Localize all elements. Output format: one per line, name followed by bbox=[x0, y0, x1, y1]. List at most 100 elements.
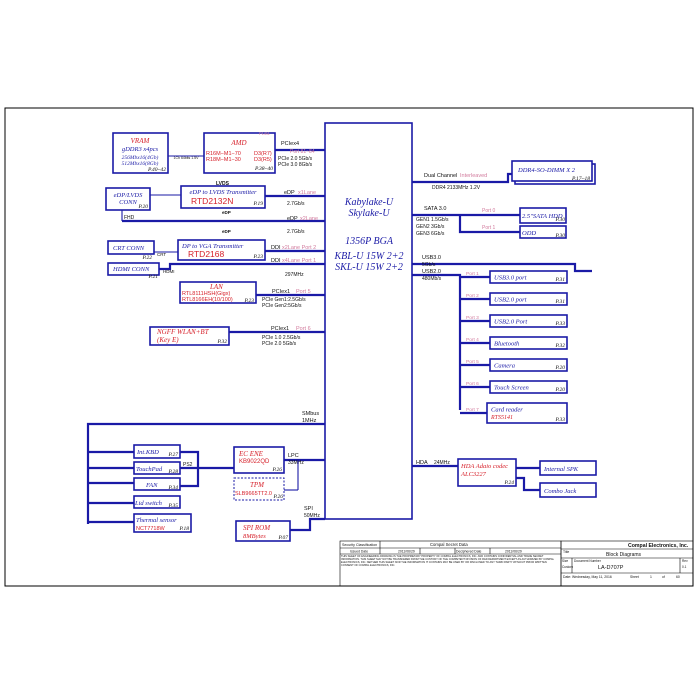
usb-device-label: Touch Screen bbox=[494, 385, 529, 392]
ddr-page: P.17~18 bbox=[571, 176, 590, 182]
hdd-page: P.30 bbox=[554, 217, 565, 223]
gpu-page: P.38~40 bbox=[254, 165, 273, 172]
usb2-label: USB2.0 bbox=[422, 269, 441, 275]
lpc-freq: 33MHz bbox=[288, 460, 304, 466]
gpu-pcie-2: Port 81~84 bbox=[290, 149, 315, 155]
lid-page: P.35 bbox=[167, 503, 178, 509]
hdmi-link-label: HDMI bbox=[163, 269, 175, 274]
smbus-label: SMbus bbox=[302, 411, 319, 417]
usb-port-number: Port 3 bbox=[466, 315, 479, 321]
fan-block bbox=[133, 477, 181, 491]
lan-pcie-3: PCIe Gen2:5Gb/s bbox=[262, 303, 302, 309]
ddi-port2-port: x2Lane Port 2 bbox=[282, 245, 316, 251]
usb-device-block bbox=[489, 270, 568, 284]
hda-label: HDA bbox=[416, 460, 428, 466]
ec-page: P.26 bbox=[271, 467, 282, 473]
audio-codec-block bbox=[457, 458, 517, 487]
issued-date-label: Issued Date bbox=[350, 550, 368, 554]
gpu-block bbox=[203, 132, 276, 174]
deciphered-date: 2011/06/29 bbox=[505, 550, 522, 554]
lvds-transmitter-page: P.19 bbox=[252, 201, 263, 207]
hdmi-ddi-bus bbox=[159, 262, 325, 271]
sata-port1-bus bbox=[458, 215, 520, 234]
spi-freq: 50MHz bbox=[304, 513, 320, 519]
sata-gen1: GEN1 1.5Gb/s bbox=[416, 217, 449, 223]
title-block: Security Classification Compal Secret Da… bbox=[339, 540, 694, 587]
spk-label: Internal SPK bbox=[543, 466, 579, 473]
usb-device-page: P.31 bbox=[554, 299, 565, 305]
tpm-part: SLB9665TT2.0 bbox=[235, 491, 272, 497]
jack-line bbox=[516, 476, 540, 492]
thermal-block bbox=[133, 513, 192, 533]
wlan-pcie-2: PCIe 1.0 2.5Gb/s bbox=[262, 335, 301, 341]
gpu-mem-2: D3(R5) bbox=[254, 157, 272, 163]
fhd-label: FHD bbox=[124, 215, 135, 221]
touchpad-label: TouchPad bbox=[136, 466, 163, 473]
lvds-label: LVDS bbox=[216, 181, 230, 187]
usb-device-block bbox=[489, 336, 568, 350]
ddr-label-3: DDR4 2133MHz 1.2V bbox=[432, 185, 481, 191]
rev-label: Rev bbox=[682, 559, 688, 563]
edp-x1-rate: 2.7Gb/s bbox=[287, 201, 305, 207]
jack-block bbox=[539, 482, 597, 498]
lan-pcie-2: PCIe Gen1:2.5Gb/s bbox=[262, 297, 306, 303]
sheet-title: Block Diagrams bbox=[606, 552, 642, 558]
gpu-ref: P1/B1 bbox=[259, 131, 271, 136]
usb-device-page: P.20 bbox=[554, 365, 565, 371]
wlan-sub: (Key E) bbox=[157, 336, 179, 344]
crt-conn-page: P.22 bbox=[141, 255, 152, 261]
doc-number: LA-D707P bbox=[598, 565, 624, 571]
usb-port-number: Port 4 bbox=[466, 337, 479, 343]
sheet-of: of bbox=[662, 575, 665, 579]
hda-freq: 24MHz bbox=[434, 460, 450, 466]
usb-device-label: USB3.0 port bbox=[494, 275, 527, 282]
tpm-page: P.26 bbox=[272, 494, 283, 500]
sheet-date: Date: Wednesday, May 11, 2016 bbox=[563, 575, 612, 579]
company-name: Compal Electronics, Inc. bbox=[628, 543, 689, 549]
wlan-block bbox=[149, 326, 230, 346]
tpm-block bbox=[233, 477, 285, 501]
secret-label: Compal Secret Data bbox=[430, 542, 468, 547]
usb-device-page: P.33 bbox=[554, 321, 565, 327]
usb-device-label: Bluetooth bbox=[494, 341, 519, 348]
spi-bus bbox=[290, 517, 325, 532]
usb-device-label: USB2.0 port bbox=[494, 297, 527, 304]
fhd-edp-label: eDP bbox=[222, 210, 231, 215]
usb-device-block bbox=[489, 292, 568, 306]
audio-codec-page: P.24 bbox=[503, 479, 514, 486]
sata-gen2: GEN2 3Gb/s bbox=[416, 224, 445, 230]
smbus-freq: 1MHz bbox=[302, 418, 317, 424]
wlan-pcie-port: Port 6 bbox=[296, 326, 311, 332]
lpc-label: LPC bbox=[288, 453, 299, 459]
cpu-title-2: Skylake-U bbox=[348, 208, 390, 219]
usb-device-block bbox=[489, 314, 568, 328]
usb3-bus bbox=[412, 262, 592, 273]
size-value: Custom bbox=[562, 565, 573, 569]
hdd-block bbox=[519, 207, 567, 224]
usb-port-number: Port 7 bbox=[466, 407, 479, 413]
audio-codec-title: HDA Adaio codec bbox=[460, 463, 508, 470]
wlan-pcie-1: PCIex1 bbox=[271, 326, 289, 332]
spi-label: SPI bbox=[304, 506, 313, 512]
gpu-chip-1: R16M−M1−70 bbox=[206, 151, 241, 157]
gpu-pcie-1: PCIex4 bbox=[281, 141, 299, 147]
lid-label: Lid switch bbox=[134, 500, 162, 507]
lan-part-2: RTL8166EH(10/100) bbox=[182, 297, 233, 303]
hdmi-conn-label: HDMI CONN bbox=[112, 266, 150, 273]
usb2-bus bbox=[412, 273, 462, 410]
edp-lvds-conn-page: P.20 bbox=[137, 204, 148, 210]
crt-link-label: CRT bbox=[157, 252, 166, 257]
usb-device-part: RTS5141 bbox=[490, 414, 513, 421]
lvds-transmitter-title: eDP to LVDS Transmitter bbox=[190, 189, 257, 196]
tpm-title: TPM bbox=[250, 481, 265, 489]
edp-x1-port: x1Lane bbox=[298, 190, 316, 196]
ddi-port1-label: DDI bbox=[271, 258, 281, 264]
gpu-mem-1: D3(R7) bbox=[254, 151, 272, 157]
hdd-label: 2.5"SATA HDD bbox=[522, 213, 563, 220]
usb-port-number: Port 5 bbox=[466, 359, 479, 365]
title-field-label: Title bbox=[563, 550, 569, 554]
edp-lvds-conn-label-2: CONN bbox=[119, 199, 137, 206]
edp-lvds-conn-block bbox=[105, 187, 151, 211]
cpu-title: Kabylake-U bbox=[344, 197, 394, 208]
lan-pcie-1: PCIex1 bbox=[272, 289, 290, 295]
